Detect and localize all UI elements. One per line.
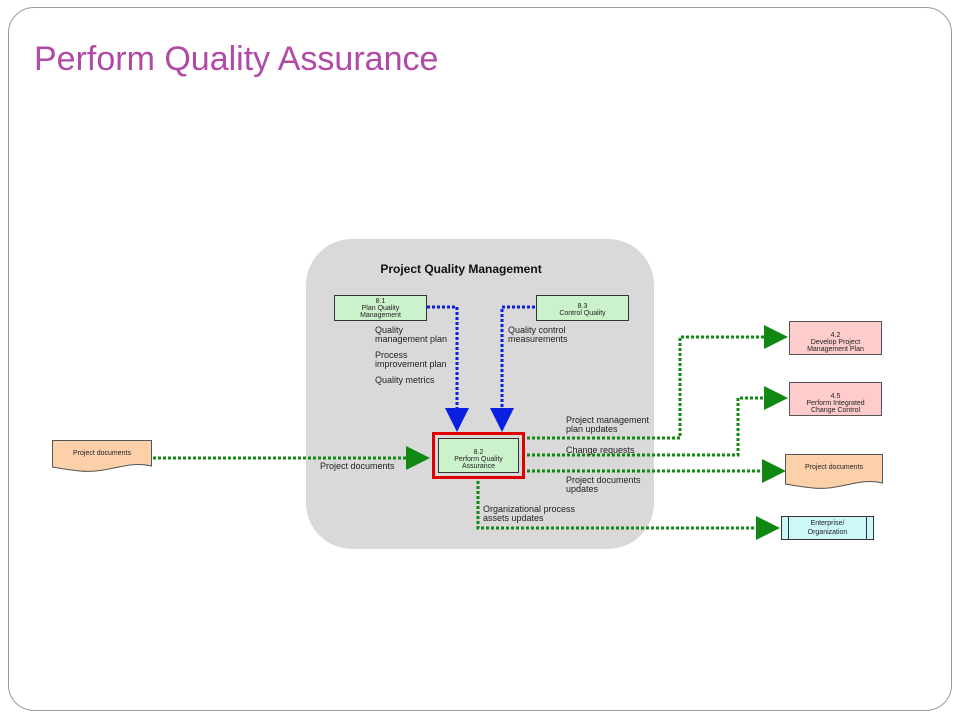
- flow-qa-to-change: [527, 386, 788, 457]
- enterprise-right-bar: [866, 517, 867, 539]
- process-number: 8.2: [473, 449, 484, 456]
- document-project-documents-input[interactable]: Project documents: [52, 440, 152, 474]
- label-process-improvement-plan: Process improvement plan: [375, 350, 447, 369]
- document-shape: [52, 440, 152, 472]
- label-change-requests: Change requests: [566, 445, 635, 455]
- page-title: Perform Quality Assurance: [34, 40, 439, 78]
- enterprise-label: Enterprise/ Organization: [807, 520, 848, 536]
- process-develop-pmp[interactable]: 4.2 Develop Project Management Plan: [789, 321, 882, 355]
- enterprise-left-bar: [788, 517, 789, 539]
- flow-plan-to-qa: [427, 305, 469, 432]
- process-box: 8.2 Perform Quality Assurance: [438, 438, 519, 473]
- label-quality-metrics: Quality metrics: [375, 375, 435, 385]
- process-name: Perform Quality Assurance: [454, 456, 503, 470]
- knowledge-area-title: Project Quality Management: [380, 262, 542, 276]
- label-opa-updates: Organizational process assets updates: [483, 504, 576, 523]
- process-name: Control Quality: [559, 310, 606, 317]
- document-project-documents-output[interactable]: Project documents: [785, 454, 883, 492]
- flow-qa-to-pmp: [527, 325, 788, 440]
- process-control-quality[interactable]: 8.3 Control Quality: [536, 295, 629, 321]
- process-name: Plan Quality Management: [360, 305, 401, 319]
- process-number: 4.5: [830, 393, 841, 400]
- process-perform-quality-assurance[interactable]: 8.2 Perform Quality Assurance: [432, 432, 525, 479]
- document-label: Project documents: [805, 464, 863, 471]
- process-number: 8.3: [577, 303, 588, 310]
- label-project-documents-updates: Project documents updates: [566, 475, 641, 494]
- process-plan-quality[interactable]: 8.1 Plan Quality Management: [334, 295, 427, 321]
- label-quality-control-measurements: Quality control measurements: [508, 325, 568, 344]
- flow-qa-to-enterprise: [476, 481, 780, 540]
- label-project-documents-input: Project documents: [320, 461, 395, 471]
- document-shape: [785, 454, 883, 489]
- process-number: 4.2: [830, 332, 841, 339]
- process-name: Develop Project Management Plan: [807, 339, 864, 353]
- process-name: Perform Integrated Change Control: [806, 400, 865, 414]
- knowledge-area-group: [306, 239, 654, 549]
- enterprise-organization[interactable]: Enterprise/ Organization: [781, 516, 874, 540]
- label-pmp-updates: Project management plan updates: [566, 415, 650, 434]
- process-number: 8.1: [375, 298, 386, 305]
- label-quality-management-plan: Quality management plan: [375, 325, 448, 344]
- document-label: Project documents: [73, 450, 131, 457]
- process-integrated-change-control[interactable]: 4.5 Perform Integrated Change Control: [789, 382, 882, 416]
- flow-control-to-qa: [490, 305, 535, 432]
